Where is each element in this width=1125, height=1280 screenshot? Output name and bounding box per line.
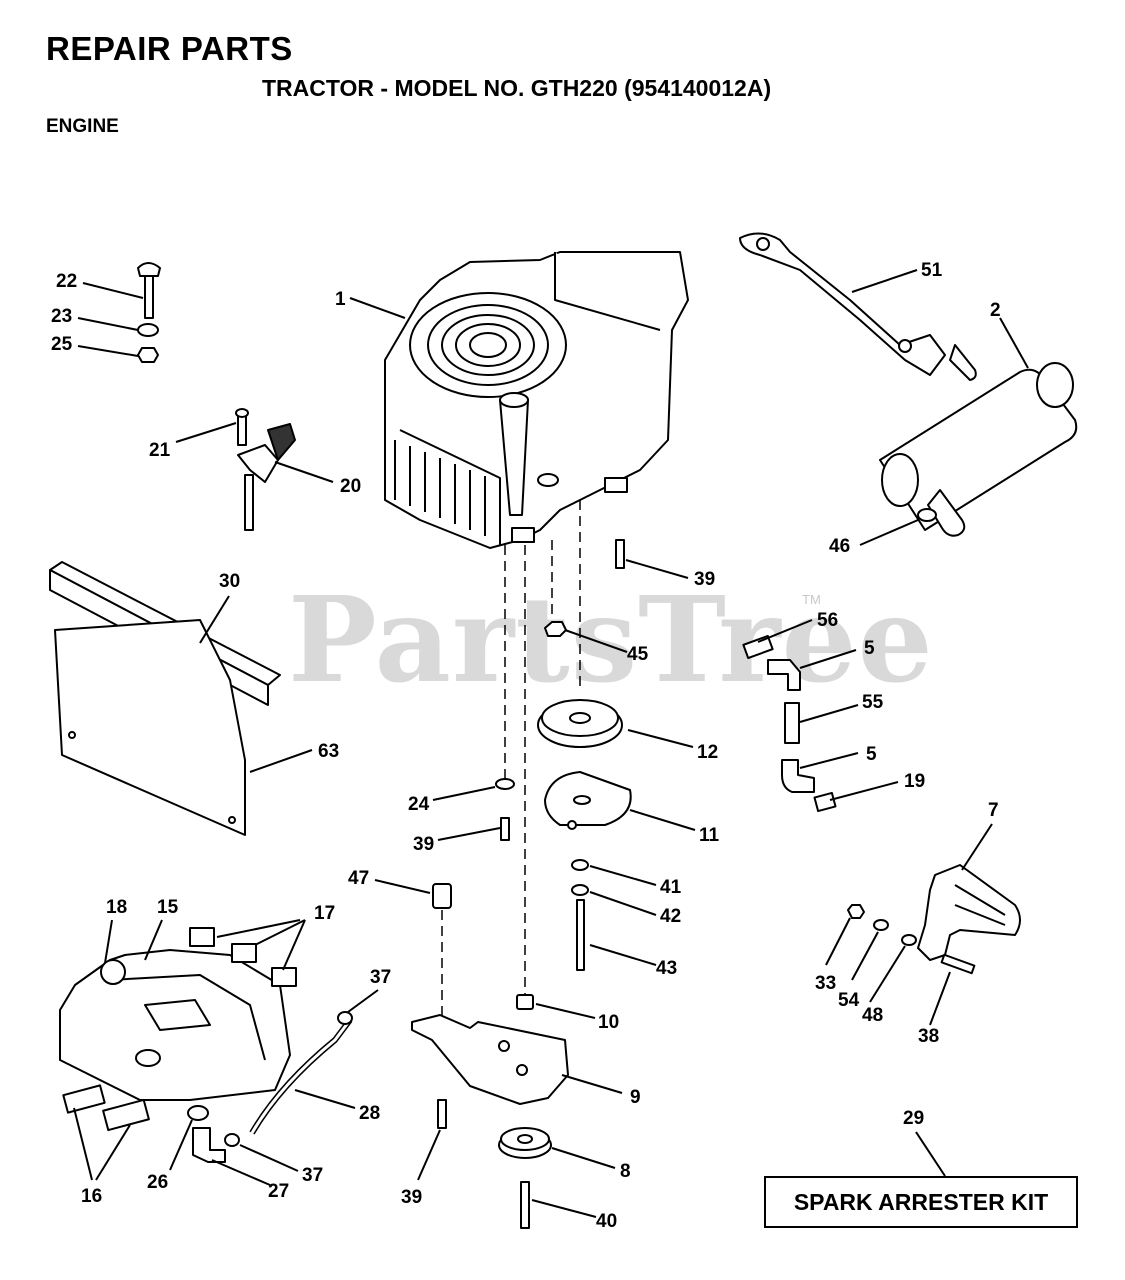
callout-51: 51: [921, 260, 943, 281]
callout-22: 22: [56, 271, 77, 292]
washer-48-part: [901, 934, 917, 946]
callout-40: 40: [596, 1211, 617, 1232]
callout-43: 43: [656, 958, 677, 979]
clamp-37-upper-part: [337, 1011, 353, 1025]
callout-21: 21: [149, 440, 171, 461]
idler-pulley-part: [498, 1127, 552, 1159]
engine-part: [384, 251, 689, 549]
model-subtitle: TRACTOR - MODEL NO. GTH220 (954140012A): [262, 75, 772, 101]
grommet-26-part: [187, 1105, 209, 1121]
exhaust-pipe-part: [739, 232, 977, 381]
watermark-tm: TM: [802, 592, 821, 607]
callout-39-lower: 39: [401, 1187, 422, 1208]
pad-17a-part: [189, 927, 215, 947]
bolt-39-lower-part: [437, 1099, 447, 1129]
callout-9: 9: [630, 1087, 641, 1108]
callout-15: 15: [157, 897, 179, 918]
callout-30: 30: [219, 571, 240, 592]
fuel-cap-18-part: [100, 959, 126, 985]
callout-24: 24: [408, 794, 430, 815]
bolt-40-part: [520, 1181, 530, 1229]
spacer-10-part: [516, 994, 534, 1010]
callout-12: 12: [697, 742, 718, 763]
pad-17b-part: [231, 943, 257, 963]
callout-63: 63: [318, 741, 339, 762]
callout-48: 48: [862, 1005, 883, 1026]
washer-42-part: [571, 884, 589, 896]
bolt-39-part: [500, 817, 510, 841]
bolt-38-part: [940, 953, 976, 975]
fuel-fitting-part: [742, 634, 837, 813]
callout-5-upper: 5: [864, 638, 875, 659]
callout-55: 55: [862, 692, 884, 713]
callout-29: 29: [903, 1108, 924, 1129]
callout-20: 20: [340, 476, 361, 497]
callout-41: 41: [660, 877, 682, 898]
callout-39-mid: 39: [413, 834, 434, 855]
callout-28: 28: [359, 1103, 380, 1124]
callout-10: 10: [598, 1012, 619, 1033]
section-label: ENGINE: [46, 116, 119, 137]
callout-17: 17: [314, 903, 335, 924]
pad-16b-part: [102, 1098, 150, 1132]
callout-1: 1: [335, 289, 346, 310]
callout-5-lower: 5: [866, 744, 877, 765]
washer-41-part: [571, 859, 589, 871]
callout-37-lower: 37: [302, 1165, 323, 1186]
bracket-9-part: [411, 1014, 569, 1105]
callout-25: 25: [51, 334, 73, 355]
washer-46-part: [917, 508, 937, 522]
shield-panel-part: [49, 561, 281, 836]
nut-45-part: [544, 621, 567, 637]
bolt-43-part: [576, 899, 585, 971]
bolt-39-upper-part: [615, 539, 625, 569]
callout-19: 19: [904, 771, 925, 792]
pad-16a-part: [62, 1084, 106, 1114]
callout-18: 18: [106, 897, 127, 918]
callout-46: 46: [829, 536, 850, 557]
callout-27: 27: [268, 1181, 289, 1202]
callout-26: 26: [147, 1172, 168, 1193]
pad-17c-part: [271, 967, 297, 987]
lockwasher-24-part: [495, 778, 515, 790]
callout-38: 38: [918, 1026, 939, 1047]
spark-arrester-kit-label: SPARK ARRESTER KIT: [764, 1176, 1078, 1228]
callout-2: 2: [990, 300, 1001, 321]
bracket-7-part: [917, 864, 1021, 961]
fuel-tank-part: [59, 949, 291, 1101]
callout-56: 56: [817, 610, 838, 631]
callout-42: 42: [660, 906, 681, 927]
callout-39-upper: 39: [694, 569, 715, 590]
callout-16: 16: [81, 1186, 102, 1207]
callout-54: 54: [838, 990, 860, 1011]
washer-54-part: [873, 919, 889, 931]
callout-37-upper: 37: [370, 967, 391, 988]
throttle-knob-part: [137, 262, 161, 363]
valve-27-part: [192, 1127, 226, 1163]
pulley-clutch-part: [537, 699, 632, 830]
clamp-37-lower-part: [224, 1133, 240, 1147]
callout-11: 11: [699, 825, 720, 846]
spacer-47-part: [432, 883, 452, 909]
callout-23: 23: [51, 306, 72, 327]
throttle-control-part: [235, 408, 296, 531]
callout-45: 45: [627, 644, 649, 665]
callout-33: 33: [815, 973, 836, 994]
callout-47: 47: [348, 868, 369, 889]
callout-7: 7: [988, 800, 999, 821]
page-title: REPAIR PARTS: [46, 30, 293, 67]
nut-33-part: [847, 904, 865, 919]
watermark: PartsTree: [288, 570, 934, 709]
callout-8: 8: [620, 1161, 631, 1182]
muffler-part: [879, 362, 1078, 537]
